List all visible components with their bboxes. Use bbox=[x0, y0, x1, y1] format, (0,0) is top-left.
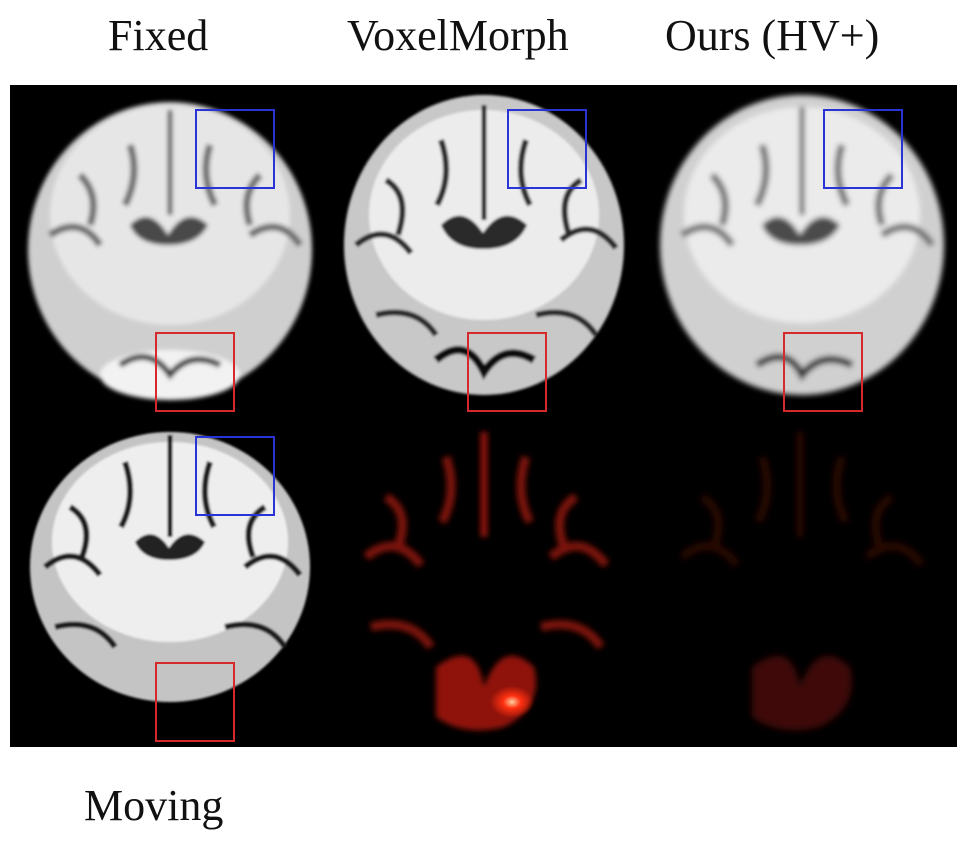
brain-slice-voxelmorph bbox=[344, 95, 624, 395]
brain-slice-ours bbox=[660, 95, 944, 395]
blue-highlight-box bbox=[195, 109, 275, 189]
brain-slice-moving bbox=[30, 432, 310, 702]
blue-highlight-box bbox=[823, 109, 903, 189]
column-label-voxelmorph: VoxelMorph bbox=[347, 11, 569, 60]
blue-highlight-box bbox=[195, 436, 275, 516]
red-highlight-box bbox=[783, 332, 863, 412]
error-map-voxelmorph bbox=[363, 432, 610, 731]
column-label-ours: Ours (HV+) bbox=[665, 11, 880, 60]
red-highlight-box bbox=[467, 332, 547, 412]
brain-slice-fixed bbox=[28, 102, 312, 400]
moving-image-panel bbox=[10, 417, 324, 747]
error-hotspot bbox=[490, 686, 534, 718]
red-highlight-box bbox=[155, 332, 235, 412]
ours-warped-panel bbox=[642, 85, 956, 415]
fixed-image-panel bbox=[10, 85, 324, 415]
image-grid bbox=[10, 85, 957, 747]
row-label-moving: Moving bbox=[84, 781, 224, 830]
voxelmorph-error-panel bbox=[326, 417, 640, 747]
column-label-fixed: Fixed bbox=[108, 11, 209, 60]
ours-error-panel bbox=[642, 417, 956, 747]
red-highlight-box bbox=[155, 662, 235, 742]
voxelmorph-warped-panel bbox=[326, 85, 640, 415]
error-map-ours bbox=[679, 432, 926, 731]
blue-highlight-box bbox=[507, 109, 587, 189]
